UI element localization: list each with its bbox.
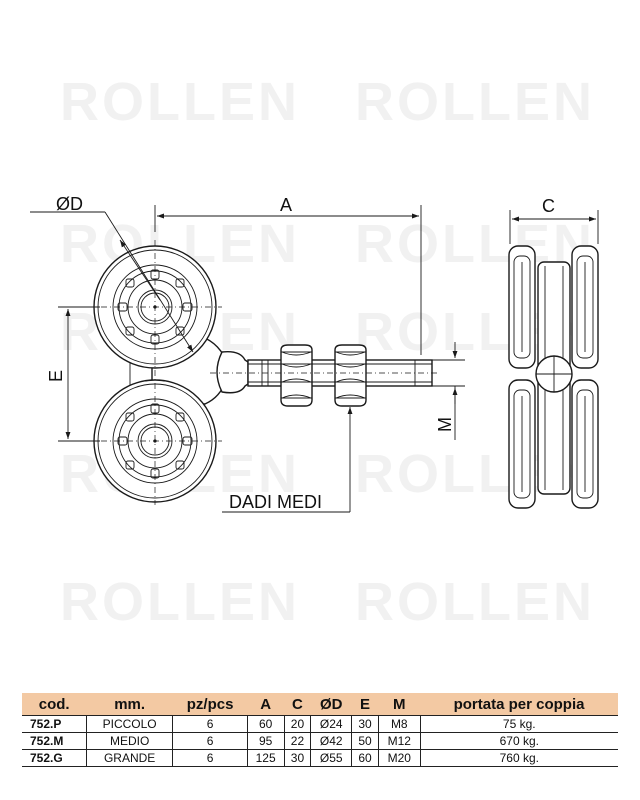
header-capacity: portata per coppia <box>420 693 618 716</box>
header-code: cod. <box>22 693 87 716</box>
dim-m-label: M <box>435 417 455 432</box>
cell-capacity: 75 kg. <box>419 715 618 733</box>
header-m: M <box>378 693 421 716</box>
cell-mm: GRANDE <box>85 749 173 767</box>
table-row: 752.P PICCOLO 6 60 20 Ø24 30 M8 75 kg. <box>22 715 618 733</box>
dim-a-label: A <box>280 195 292 215</box>
cell-c: 22 <box>283 732 311 750</box>
cell-code: 752.P <box>22 715 87 733</box>
watermark-text: ROLLEN <box>355 72 595 132</box>
spec-table: cod. mm. pz/pcs A C ØD E M portata per c… <box>22 693 618 767</box>
watermark-text: ROLLEN <box>355 572 595 632</box>
dim-c-label: C <box>542 196 555 216</box>
header-a: A <box>247 693 284 716</box>
cell-pcs: 6 <box>172 715 248 733</box>
ball-joint <box>216 350 249 394</box>
nut-label: DADI MEDI <box>229 492 322 512</box>
side-wheel <box>571 379 599 509</box>
dimension-e: E <box>46 306 100 442</box>
cell-code: 752.G <box>22 749 87 767</box>
watermark-text: ROLLEN <box>60 72 300 132</box>
cell-capacity: 670 kg. <box>419 732 618 750</box>
table-row: 752.M MEDIO 6 95 22 Ø42 50 M12 670 kg. <box>22 732 618 750</box>
dim-e-label: E <box>46 370 66 382</box>
cell-m: M12 <box>377 732 421 750</box>
header-pcs: pz/pcs <box>172 693 248 716</box>
cell-pcs: 6 <box>172 749 248 767</box>
dimension-a: A <box>154 195 422 355</box>
cell-capacity: 760 kg. <box>419 749 618 767</box>
cell-m: M20 <box>377 749 421 767</box>
cell-c: 20 <box>283 715 311 733</box>
cell-mm: MEDIO <box>85 732 173 750</box>
dimension-c: C <box>509 196 599 244</box>
cell-a: 95 <box>246 732 284 750</box>
nut <box>334 344 367 407</box>
cell-e: 30 <box>351 715 379 733</box>
cell-e: 60 <box>351 749 379 767</box>
cell-a: 60 <box>246 715 284 733</box>
side-wheel <box>508 245 536 369</box>
table-header-row: cod. mm. pz/pcs A C ØD E M portata per c… <box>22 693 618 716</box>
technical-drawing: ROLLEN ROLLEN ROLLEN ROLLEN ROLLEN ROLLE… <box>30 72 599 632</box>
cell-m: M8 <box>377 715 421 733</box>
watermark-text: ROLLEN <box>60 572 300 632</box>
cell-pcs: 6 <box>172 732 248 750</box>
front-view <box>88 240 440 505</box>
cell-mm: PICCOLO <box>85 715 173 733</box>
dimension-m: M <box>432 342 465 440</box>
header-c: C <box>284 693 311 716</box>
cell-e: 50 <box>351 732 379 750</box>
side-view <box>508 245 599 509</box>
header-d: ØD <box>310 693 352 716</box>
cell-d: Ø42 <box>310 732 352 750</box>
cell-c: 30 <box>283 749 311 767</box>
dim-d-label: ØD <box>56 194 83 214</box>
side-wheel <box>571 245 599 369</box>
nut-callout: DADI MEDI <box>222 407 353 513</box>
header-mm: mm. <box>86 693 173 716</box>
cell-d: Ø24 <box>310 715 352 733</box>
nut <box>280 344 313 407</box>
header-e: E <box>351 693 379 716</box>
cell-d: Ø55 <box>310 749 352 767</box>
table-row: 752.G GRANDE 6 125 30 Ø55 60 M20 760 kg. <box>22 749 618 767</box>
dimension-d: ØD <box>30 194 194 353</box>
cell-a: 125 <box>246 749 284 767</box>
cell-code: 752.M <box>22 732 87 750</box>
side-wheel <box>508 379 536 509</box>
